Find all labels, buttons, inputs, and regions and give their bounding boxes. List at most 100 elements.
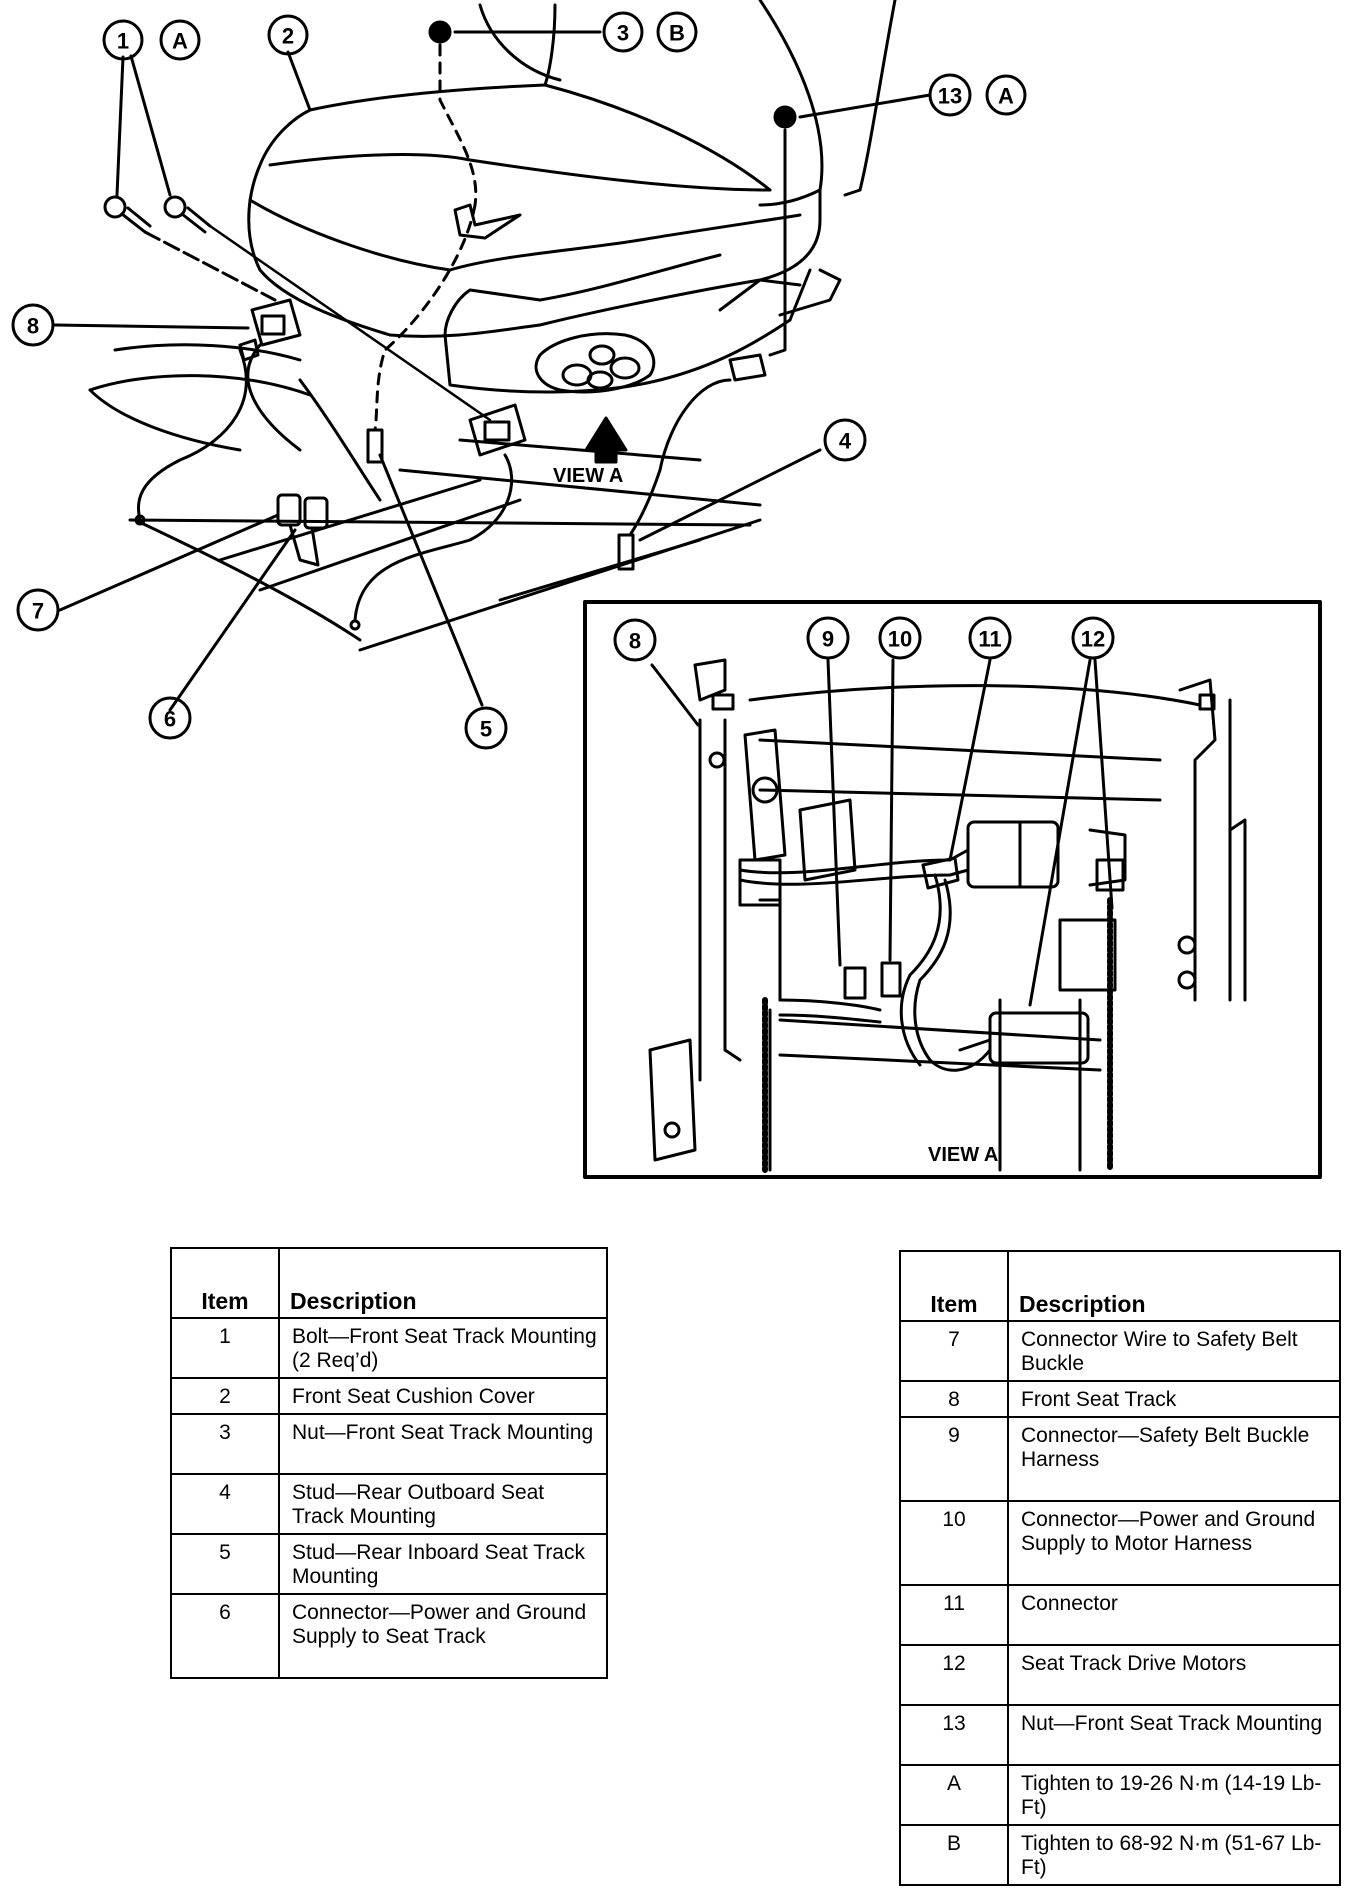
stud-4-icon (617, 533, 635, 571)
seat-back (478, 0, 897, 207)
item-number: 2 (170, 1377, 280, 1415)
item-number: 11 (899, 1584, 1009, 1646)
view-a-label: VIEW A (553, 465, 623, 487)
view-a-arrow (584, 416, 628, 464)
table-row: 6 Connector—Power and Ground Supply to S… (170, 1593, 608, 1679)
callout-13-label: 13 (938, 84, 962, 109)
table-row: A Tighten to 19-26 N·m (14-19 Lb-Ft) (899, 1764, 1341, 1826)
callout-3 (602, 11, 644, 53)
inset-drive-motor-lower (958, 1011, 1090, 1065)
item-number: 4 (170, 1473, 280, 1535)
item-number: 6 (170, 1593, 280, 1679)
inset-connectors-9-10-11 (843, 856, 960, 1000)
item-number: 3 (170, 1413, 280, 1475)
table-row: 8 Front Seat Track (899, 1380, 1341, 1418)
table-row: 13 Nut—Front Seat Track Mounting (899, 1704, 1341, 1766)
inset-callout-9 (806, 616, 850, 660)
inset-callout-8 (613, 618, 657, 662)
item-number: 1 (170, 1317, 280, 1379)
item-description: Bolt—Front Seat Track Mounting (2 Req’d) (278, 1317, 608, 1379)
item-column-header: Item (899, 1250, 1009, 1322)
inset-track-frame (648, 658, 1247, 1162)
table-row: B Tighten to 68-92 N·m (51-67 Lb-Ft) (899, 1824, 1341, 1886)
item-number: 7 (899, 1320, 1009, 1382)
item-description: Tighten to 19-26 N·m (14-19 Lb-Ft) (1007, 1764, 1341, 1826)
callout-a-1-label: A (172, 29, 188, 54)
legend-header-row: Item Description (170, 1247, 608, 1319)
description-column-header: Description (1007, 1250, 1341, 1322)
table-row: 10 Connector—Power and Ground Supply to … (899, 1500, 1341, 1586)
front-track-bracket-right (468, 353, 767, 457)
inset-callout-8-label: 8 (629, 629, 641, 654)
nut-13-icon (773, 105, 797, 129)
floor-pan (88, 343, 762, 652)
table-row: 7 Connector Wire to Safety Belt Buckle (899, 1320, 1341, 1382)
callout-a-1 (159, 19, 201, 61)
callout-3-label: 3 (617, 21, 629, 46)
callout-13 (928, 73, 972, 117)
inset-view-a-label: VIEW A (928, 1144, 998, 1166)
callout-7-label: 7 (32, 599, 44, 624)
callout-1 (102, 19, 144, 61)
item-number: A (899, 1764, 1009, 1826)
callout-8-label: 8 (27, 314, 39, 339)
table-row: 4 Stud—Rear Outboard Seat Track Mounting (170, 1473, 608, 1535)
inset-callout-12-label: 12 (1081, 627, 1105, 652)
item-description: Seat Track Drive Motors (1007, 1644, 1341, 1706)
item-number: 8 (899, 1380, 1009, 1418)
item-description: Front Seat Cushion Cover (278, 1377, 608, 1415)
item-description: Connector—Power and Ground Supply to Sea… (278, 1593, 608, 1679)
table-row: 5 Stud—Rear Inboard Seat Track Mounting (170, 1533, 608, 1595)
legend-header-row: Item Description (899, 1250, 1341, 1322)
bolt-right-icon (163, 195, 212, 234)
callout-b (656, 11, 698, 53)
inset-callout-10-label: 10 (888, 627, 912, 652)
item-description: Connector—Power and Ground Supply to Mot… (1007, 1500, 1341, 1586)
inset-rails (758, 738, 1162, 1172)
table-row: 11 Connector (899, 1584, 1341, 1646)
callout-b-label: B (669, 21, 685, 46)
table-row: 3 Nut—Front Seat Track Mounting (170, 1413, 608, 1475)
item-description: Front Seat Track (1007, 1380, 1341, 1418)
item-description: Stud—Rear Outboard Seat Track Mounting (278, 1473, 608, 1535)
callout-1-label: 1 (117, 29, 129, 54)
item-number: 5 (170, 1533, 280, 1595)
inset-harness (738, 848, 992, 1072)
callout-4 (823, 418, 867, 462)
description-column-header: Description (278, 1247, 608, 1319)
legend-table-left: Item Description 1 Bolt—Front Seat Track… (170, 1247, 608, 1679)
item-number: 12 (899, 1644, 1009, 1706)
item-number: B (899, 1824, 1009, 1886)
table-row: 1 Bolt—Front Seat Track Mounting (2 Req’… (170, 1317, 608, 1379)
inset-callout-11-label: 11 (978, 627, 1001, 652)
item-description: Tighten to 68-92 N·m (51-67 Lb-Ft) (1007, 1824, 1341, 1886)
inset-callout-12 (1071, 616, 1115, 660)
seat-switch-bezel (534, 332, 656, 394)
seat-track-diagram: 1 A 2 3 B 13 A 8 4 7 6 5 8 9 10 11 12 VI… (11, 0, 1322, 1179)
inset-callout-11 (968, 616, 1012, 660)
seat-cushion (247, 83, 842, 394)
connector-6 (276, 493, 329, 567)
callout-a-2-label: A (998, 84, 1014, 109)
callout-2 (267, 14, 309, 56)
table-row: 2 Front Seat Cushion Cover (170, 1377, 608, 1415)
callout-6 (148, 696, 192, 740)
callout-6-label: 6 (164, 707, 176, 732)
item-description: Connector Wire to Safety Belt Buckle (1007, 1320, 1341, 1382)
item-description: Connector (1007, 1584, 1341, 1646)
item-description: Connector—Safety Belt Buckle Harness (1007, 1416, 1341, 1502)
callout-8 (11, 303, 55, 347)
inset-lead-screws (762, 897, 1113, 1173)
callout-2-label: 2 (282, 24, 294, 49)
inset-callout-9-label: 9 (822, 627, 834, 652)
item-number: 10 (899, 1500, 1009, 1586)
front-track-bracket-left (238, 298, 302, 362)
callout-5 (464, 706, 508, 750)
table-row: 9 Connector—Safety Belt Buckle Harness (899, 1416, 1341, 1502)
callout-5-label: 5 (480, 717, 492, 742)
item-column-header: Item (170, 1247, 280, 1319)
item-description: Stud—Rear Inboard Seat Track Mounting (278, 1533, 608, 1595)
inset-callout-10 (878, 616, 922, 660)
bolt-left-icon (103, 195, 152, 234)
table-row: 12 Seat Track Drive Motors (899, 1644, 1341, 1706)
